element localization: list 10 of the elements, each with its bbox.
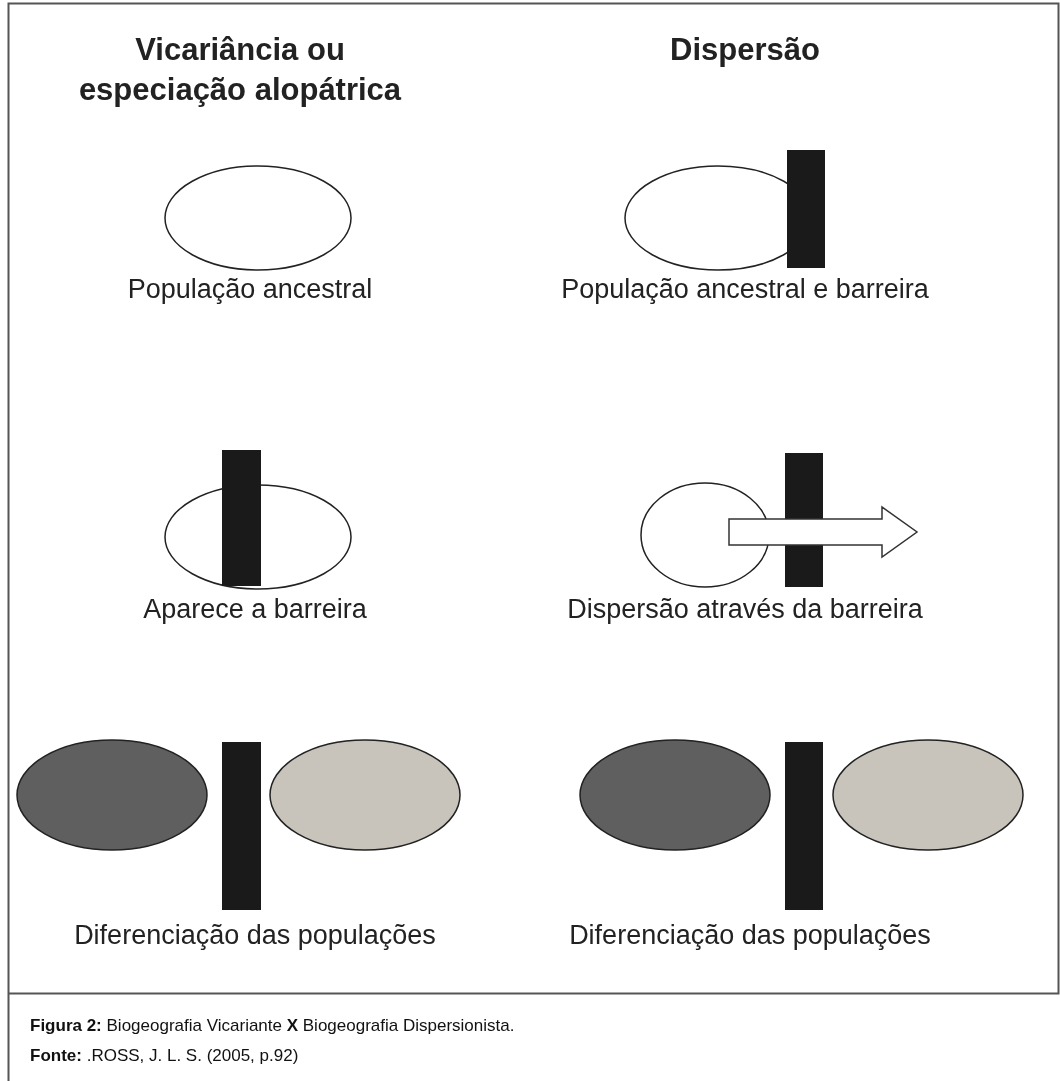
- stage-label: População ancestral e barreira: [560, 273, 930, 306]
- stage-label: Dispersão através da barreira: [566, 593, 924, 626]
- stage-label: Aparece a barreira: [142, 593, 368, 626]
- stage-label: Diferenciação das populações: [73, 919, 437, 952]
- source-note: Fonte: .ROSS, J. L. S. (2005, p.92): [30, 1045, 300, 1067]
- stage-label: Diferenciação das populações: [568, 919, 932, 952]
- stage-label: População ancestral: [126, 273, 374, 306]
- column-heading: Vicariância ou especiação alopátrica: [77, 31, 403, 109]
- column-heading: Dispersão: [669, 31, 821, 69]
- figure-caption: Figura 2: Biogeografia Vicariante X Biogeografia Dispersionista.: [30, 1015, 515, 1037]
